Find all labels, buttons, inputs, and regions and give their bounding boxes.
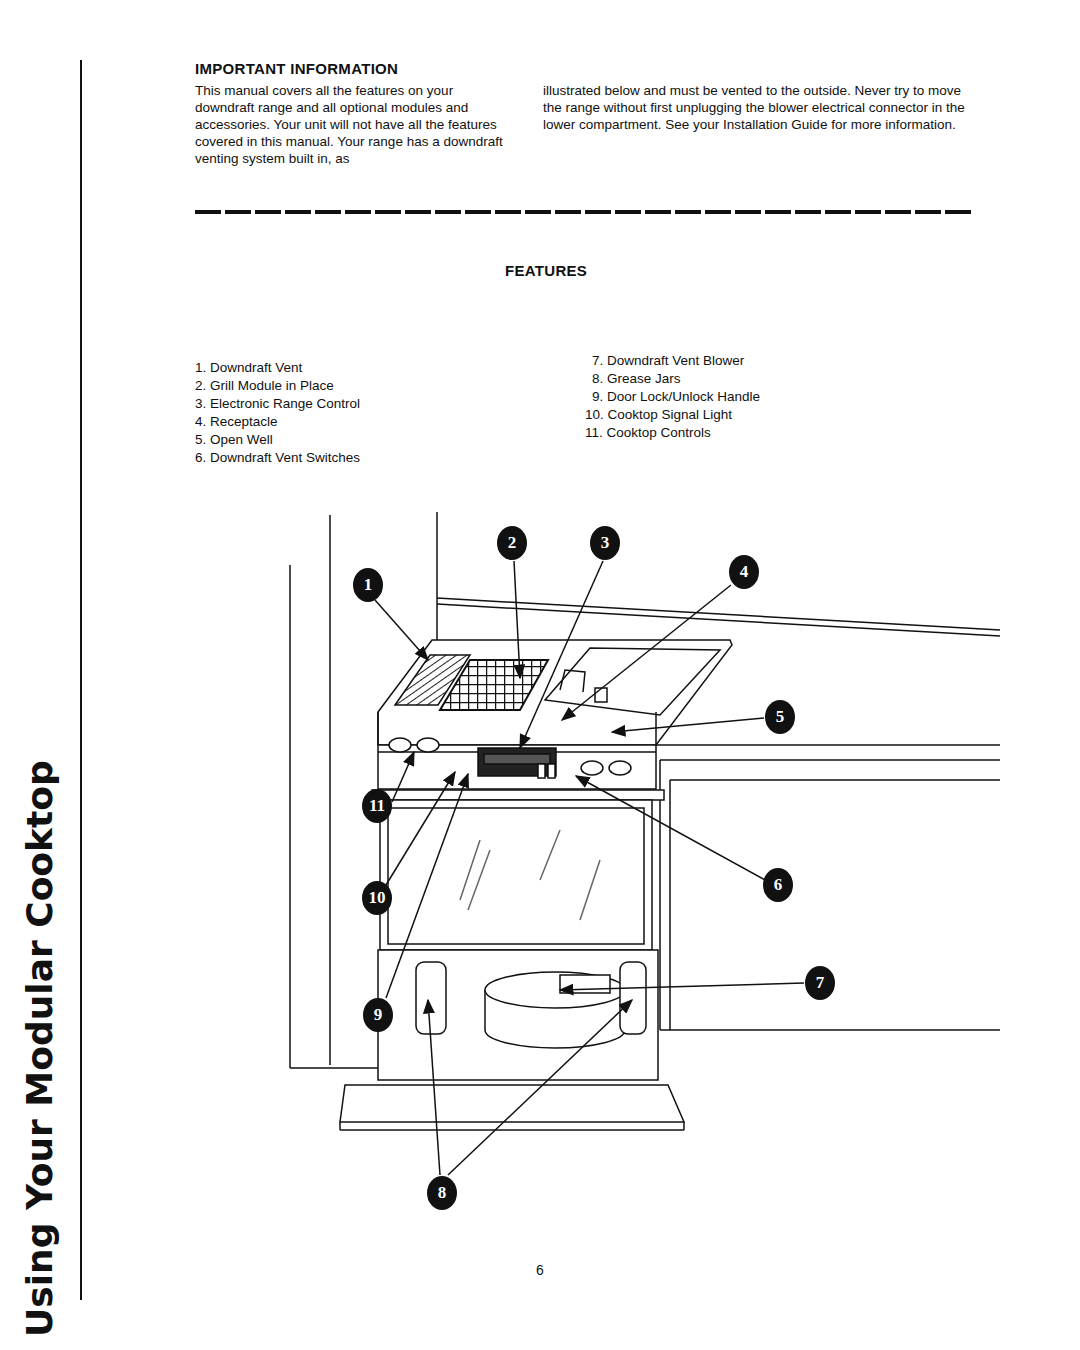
callout-number: 9 [363, 998, 393, 1032]
callout-number: 11 [362, 789, 392, 823]
callout-number: 7 [805, 966, 835, 1000]
feature-item: 11. Cooktop Controls [585, 424, 711, 441]
callout-number: 4 [729, 555, 759, 589]
callout-number: 8 [427, 1176, 457, 1210]
feature-item: 7. Downdraft Vent Blower [592, 352, 744, 369]
body-text: illustrated below and must be vented to … [543, 82, 968, 133]
feature-item: 8. Grease Jars [592, 370, 681, 387]
feature-item: 3. Electronic Range Control [195, 395, 360, 412]
feature-item: 9. Door Lock/Unlock Handle [592, 388, 760, 405]
callout-number: 5 [765, 700, 795, 734]
side-tab-title: Using Your Modular Cooktop [18, 797, 62, 1337]
page-number: 6 [536, 1262, 544, 1278]
feature-item: 6. Downdraft Vent Switches [195, 449, 360, 466]
callout-number: 1 [353, 568, 383, 602]
body-text: This manual covers all the features on y… [195, 82, 510, 167]
callout-number: 3 [590, 526, 620, 560]
feature-item: 4. Receptacle [195, 413, 278, 430]
section-heading: IMPORTANT INFORMATION [195, 60, 398, 77]
feature-item: 10. Cooktop Signal Light [585, 406, 732, 423]
callout-number: 2 [497, 526, 527, 560]
feature-item: 2. Grill Module in Place [195, 377, 334, 394]
feature-item: 5. Open Well [195, 431, 273, 448]
callout-number: 6 [763, 868, 793, 902]
callout-number: 10 [362, 881, 392, 915]
section-heading: FEATURES [505, 262, 587, 279]
feature-item: 1. Downdraft Vent [195, 359, 302, 376]
